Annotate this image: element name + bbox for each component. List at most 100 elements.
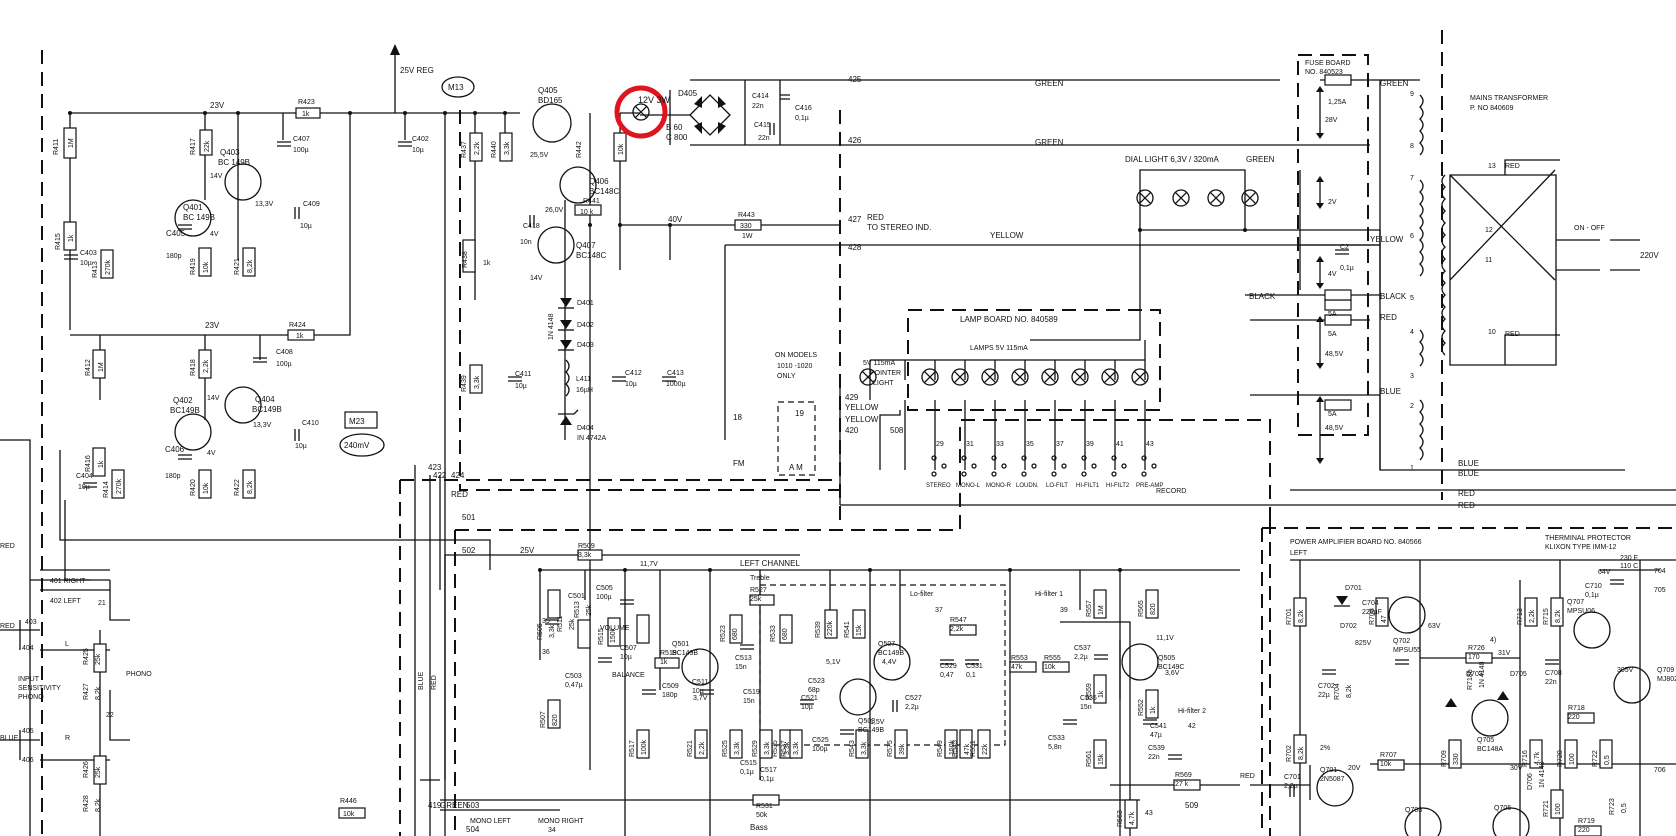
svg-text:270k: 270k [116,478,123,494]
svg-text:C523: C523 [808,678,825,685]
svg-text:705: 705 [1654,587,1666,594]
svg-text:39k: 39k [899,743,906,755]
svg-text:R412: R412 [85,359,92,376]
svg-text:2: 2 [1410,403,1414,410]
svg-text:25k: 25k [95,653,102,665]
svg-text:C710: C710 [1585,583,1602,590]
switch-contact [1111,455,1117,461]
svg-text:R718: R718 [1568,705,1585,712]
svg-text:48,5V: 48,5V [1325,425,1344,432]
svg-text:1,5V: 1,5V [870,719,885,726]
svg-text:R414: R414 [103,481,110,498]
svg-text:Q702: Q702 [1393,638,1410,645]
svg-text:C415: C415 [754,122,771,129]
switch-contact [1111,471,1117,477]
svg-text:RED: RED [0,623,15,630]
svg-text:R561: R561 [1086,750,1093,767]
svg-text:405: 405 [22,728,34,735]
svg-text:28V: 28V [1325,117,1338,124]
svg-text:8,2k: 8,2k [247,480,254,494]
svg-text:FUSE BOARD: FUSE BOARD [1305,60,1351,67]
svg-text:R416: R416 [85,455,92,472]
lamp-bulb-icon [1131,368,1149,386]
svg-text:403: 403 [25,619,37,626]
labels-upper: 25V REG M13 23V R423 1k R411 1M R417 22k… [53,66,812,282]
svg-text:R519: R519 [660,650,677,657]
svg-text:R438: R438 [462,251,469,268]
switch-contact [941,463,947,469]
svg-text:0,5: 0,5 [1621,803,1628,813]
svg-text:ON MODELS: ON MODELS [775,352,817,359]
component-label: D703 [1466,671,1483,678]
svg-text:8,2k: 8,2k [1298,746,1305,760]
svg-text:1M: 1M [68,138,75,148]
svg-text:Q505: Q505 [1158,655,1175,662]
svg-text:D402: D402 [577,322,594,329]
svg-text:220V: 220V [1640,251,1659,260]
svg-text:0,5: 0,5 [1604,755,1611,765]
svg-text:100µ: 100µ [293,147,309,154]
svg-text:3: 3 [1410,373,1414,380]
svg-text:19: 19 [795,409,804,418]
svg-text:BC149B: BC149B [878,650,904,657]
svg-text:PHONO: PHONO [126,671,152,678]
switch-contact [1021,471,1027,477]
switch-number: 35 [1026,441,1034,448]
svg-text:8,2k: 8,2k [1298,609,1305,623]
svg-text:D706: D706 [1527,773,1534,790]
svg-text:R555: R555 [1044,655,1061,662]
switch-number: 43 [1146,441,1154,448]
svg-text:R702: R702 [1286,745,1293,762]
svg-text:503: 503 [466,801,480,810]
svg-text:12V 3W: 12V 3W [638,95,671,105]
svg-text:820: 820 [1150,603,1157,615]
svg-text:BLUE: BLUE [418,671,425,690]
svg-text:680: 680 [732,628,739,640]
svg-text:220k: 220k [827,620,834,636]
svg-text:M13: M13 [448,83,464,92]
svg-text:R721: R721 [1543,800,1550,817]
svg-text:502: 502 [462,546,476,555]
svg-text:L: L [65,641,69,648]
board-borders [41,30,1676,836]
labels-power-amp: POWER AMPLIFIER BOARD NO. 840566 LEFT TH… [1240,535,1666,780]
svg-text:R: R [65,735,70,742]
svg-text:8,2k: 8,2k [95,686,102,700]
diodes [558,94,1509,707]
svg-text:C402: C402 [412,136,429,143]
switch-contact [991,455,997,461]
svg-text:420: 420 [845,426,859,435]
lamp-bulb-icon [1071,368,1089,386]
svg-text:MAINS TRANSFORMER: MAINS TRANSFORMER [1470,95,1548,102]
svg-text:11: 11 [1485,257,1492,264]
lamp-bulb-icon [921,368,939,386]
lamp-bulb-icon [1241,189,1259,207]
switch-contact [1091,463,1097,469]
svg-text:47k: 47k [964,743,971,755]
svg-text:C515: C515 [740,760,757,767]
svg-text:RECORD: RECORD [1156,488,1186,495]
svg-text:2,2k: 2,2k [203,359,210,373]
svg-text:R509: R509 [578,543,595,550]
svg-text:9: 9 [1410,91,1414,98]
svg-text:1N 4148: 1N 4148 [548,313,555,340]
svg-text:D405: D405 [678,89,698,98]
svg-text:R425: R425 [83,648,90,665]
svg-text:428: 428 [848,243,862,252]
svg-text:12: 12 [1485,227,1493,234]
labels-fuse-transformer: FUSE BOARD NO. 840523 1,25A 5A 5A 5A MAI… [1305,60,1659,472]
svg-text:FM: FM [733,459,745,468]
